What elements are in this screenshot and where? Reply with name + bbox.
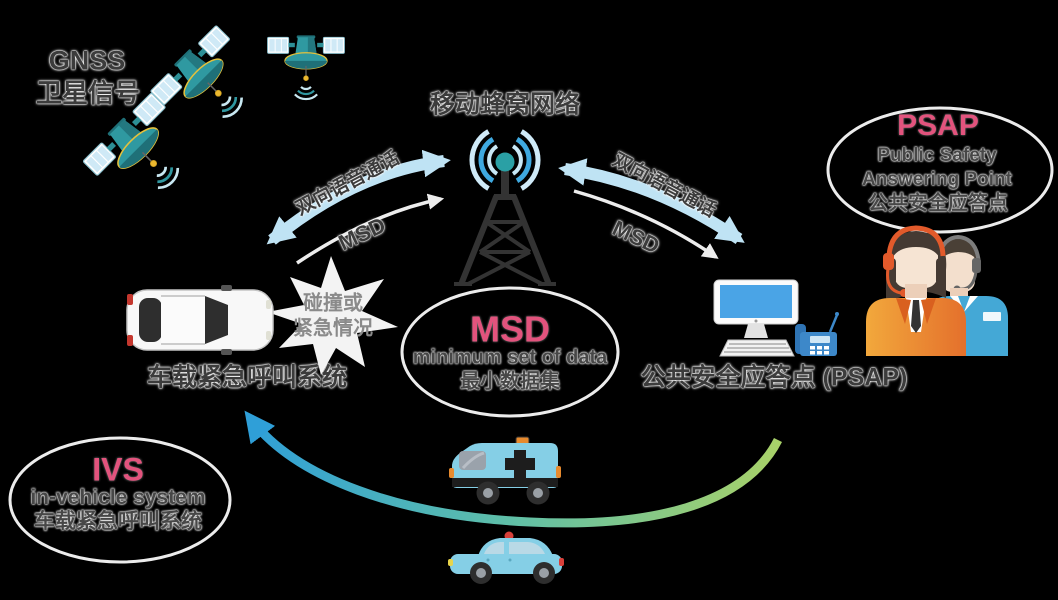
gnss-satellite-icon (266, 34, 346, 101)
gnss-satellite-icon (147, 22, 271, 146)
ivs-bubble-title: IVS (92, 451, 144, 488)
tower-label: 移动蜂窝网络 (429, 90, 581, 119)
msd-arrow-right (573, 189, 719, 259)
ambulance-icon (449, 436, 561, 505)
msd-bubble-ellipse (400, 286, 620, 418)
car-top-view-icon (126, 285, 274, 355)
crash-burst (267, 256, 398, 375)
voice-call-arrow-right (558, 158, 745, 244)
desktop-computer-icon (713, 279, 799, 357)
telephone-icon (795, 312, 839, 356)
gnss-satellite-icon (79, 89, 208, 218)
gnss-title: GNSS (48, 45, 126, 76)
psap-bubble-line2: Answering Point (862, 169, 1012, 191)
msd-arrow-left (296, 193, 445, 265)
ivs-bubble-line1: in-vehicle system (30, 485, 206, 509)
psap-bubble-line3: 公共安全应答点 (868, 192, 1008, 215)
gnss-subtitle: 卫星信号 (35, 78, 141, 109)
burst-line1: 碰撞或 (303, 292, 363, 315)
psap-bubble-line1: Public Safety (877, 145, 997, 167)
msd-bubble-subtitle-zh: 最小数据集 (460, 370, 560, 393)
msd-bubble-subtitle-en: minimum set of data (412, 346, 608, 369)
psap-station-label: 公共安全应答点 (PSAP) (640, 363, 908, 392)
msd-bubble-title: MSD (470, 308, 550, 350)
call-operators-icon (866, 225, 1008, 356)
police-car-icon (448, 531, 564, 584)
psap-bubble-ellipse (826, 106, 1054, 234)
voice-call-arrow-left (266, 149, 451, 245)
ivs-bubble-line2: 车载紧急呼叫系统 (34, 509, 202, 533)
psap-bubble-title: PSAP (897, 108, 979, 142)
cell-tower-icon (454, 129, 556, 286)
burst-line2: 紧急情况 (293, 317, 373, 340)
dispatch-arrow (244, 410, 783, 528)
car-label: 车载紧急呼叫系统 (146, 363, 348, 392)
ivs-bubble-ellipse (8, 436, 232, 564)
